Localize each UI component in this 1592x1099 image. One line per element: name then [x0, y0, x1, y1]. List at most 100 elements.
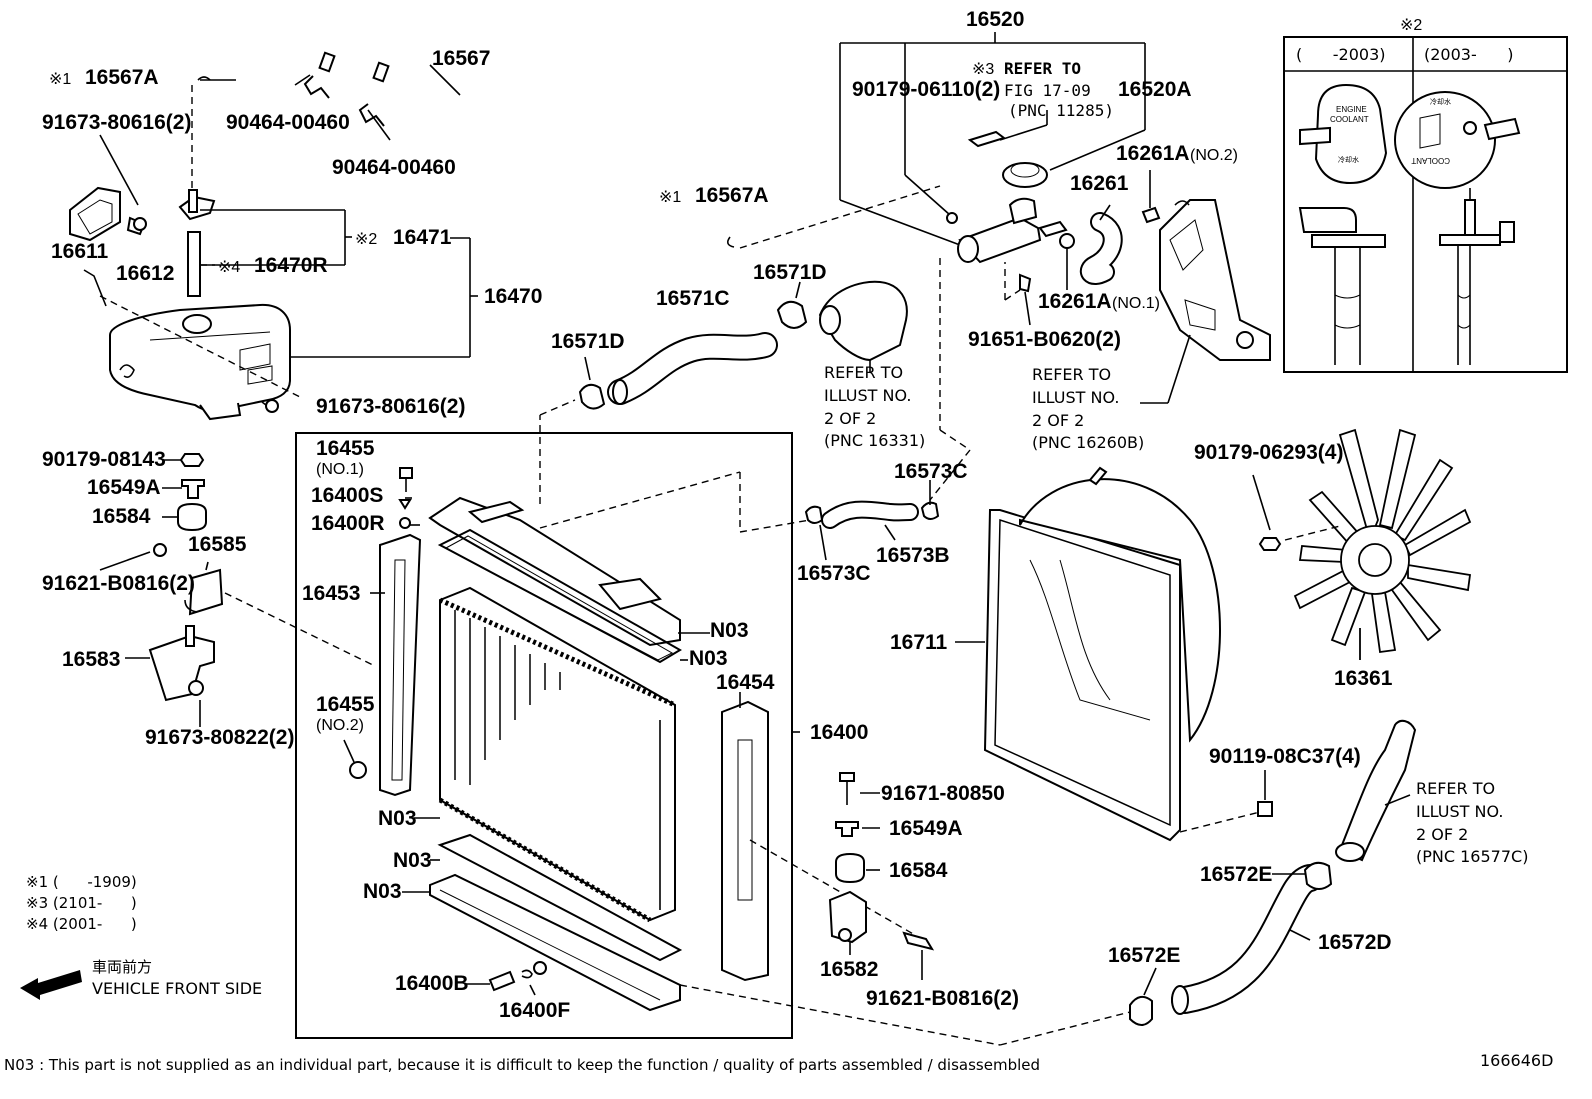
footnote-4: ※4 (2001- ): [26, 915, 137, 933]
refer-fig-line2: FIG 17-09: [1004, 81, 1091, 100]
tag-16455-no1: (NO.1): [316, 461, 364, 478]
refer-16577c-line3: 2 OF 2: [1416, 825, 1468, 844]
label-16549a-left: 16549A: [87, 476, 161, 499]
label-16572e-a: 16572E: [1200, 863, 1272, 886]
tag-16455-no2: (NO.2): [316, 717, 364, 734]
mount-parts-left: [99, 453, 376, 727]
lower-hose-drawing: [1129, 719, 1417, 1026]
refer-16331-line2: ILLUST NO.: [824, 386, 911, 405]
label-16567a-top: 16567A: [85, 66, 159, 89]
label-16567a-mid: 16567A: [695, 184, 769, 207]
label-16582: 16582: [820, 958, 878, 981]
mount-parts-right: [828, 772, 935, 980]
refer-16260b-line3: 2 OF 2: [1032, 411, 1084, 430]
cap1-text-line2: COOLANT: [1330, 115, 1369, 124]
label-16583: 16583: [62, 648, 120, 671]
upper-hose-drawing: [578, 280, 908, 410]
label-16400: 16400: [810, 721, 868, 744]
label-16549a-right: 16549A: [889, 817, 963, 840]
label-90179-08143: 90179-08143: [42, 448, 166, 471]
label-16573c-b: 16573C: [797, 562, 871, 585]
cap1-kanji: 冷却水: [1338, 155, 1359, 164]
mark-1-top: ※1: [49, 71, 71, 88]
refer-16577c-line2: ILLUST NO.: [1416, 802, 1503, 821]
cap2-kanji: 冷却水: [1430, 97, 1451, 106]
label-16572d: 16572D: [1318, 931, 1392, 954]
overflow-hose-drawing: [227, 41, 718, 235]
label-16571d-a: 16571D: [753, 261, 827, 284]
label-16261a-no2: 16261A: [1116, 142, 1190, 165]
tag-no2: (NO.2): [1190, 147, 1238, 164]
refer-16260b-line1: REFER TO: [1032, 365, 1111, 384]
label-16571d-b: 16571D: [551, 330, 625, 353]
refer-16577c-line4: (PNC 16577C): [1416, 847, 1528, 866]
label-90179-06110: 90179-06110(2): [852, 78, 1000, 101]
label-16567: 16567: [432, 47, 490, 70]
label-16711: 16711: [890, 631, 948, 654]
label-16455-no2: 16455: [316, 693, 375, 716]
front-kanji: 車両前方: [92, 958, 152, 976]
label-n03-2: N03: [689, 647, 728, 670]
footnotes: ※1 ( -1909) ※3 (2101- ) ※4 (2001- ) 車両前方…: [4, 873, 1553, 1074]
label-90464-b: 90464-00460: [332, 156, 456, 179]
label-16584-left: 16584: [92, 505, 151, 528]
mark-3: ※3: [972, 61, 994, 78]
cooling-fan-drawing: [1293, 428, 1472, 660]
fan-nut-drawing: [1252, 474, 1341, 551]
inset-col2-header: (2003- ): [1424, 45, 1514, 64]
footnote-3: ※3 (2101- ): [26, 894, 137, 912]
label-90464-a: 90464-00460: [226, 111, 350, 134]
fan-shroud-drawing: [955, 466, 1261, 842]
cap2-text: COOLANT: [1411, 156, 1450, 165]
coolant-cap-inset: [1283, 36, 1568, 373]
reservoir-cap-drawing: [178, 85, 216, 297]
label-16585: 16585: [188, 533, 247, 556]
label-16470: 16470: [484, 285, 542, 308]
footnote-1: ※1 ( -1909): [26, 873, 137, 891]
label-16611: 16611: [51, 240, 109, 263]
refer-16260b-line4: (PNC 16260B): [1032, 433, 1144, 452]
label-16573b: 16573B: [876, 544, 950, 567]
label-16470r: 16470R: [254, 254, 328, 277]
bypass-hose-drawing: [1079, 170, 1271, 404]
tag-no1: (NO.1): [1112, 295, 1160, 312]
label-16520: 16520: [966, 8, 1024, 31]
part-labels: 16520 16567 ※1 16567A 91673-80616(2) 904…: [42, 8, 1528, 1022]
label-16361: 16361: [1334, 667, 1393, 690]
front-text: VEHICLE FRONT SIDE: [92, 979, 262, 998]
inset-col1-header: ( -2003): [1296, 45, 1386, 64]
label-91651: 91651-B0620(2): [968, 328, 1121, 351]
label-16572e-b: 16572E: [1108, 944, 1180, 967]
label-16261a-no1: 16261A: [1038, 290, 1112, 313]
label-n03-1: N03: [710, 619, 749, 642]
filler-neck-drawing: [839, 32, 1146, 501]
label-n03-4: N03: [393, 849, 432, 872]
label-16455-no1: 16455: [316, 437, 375, 460]
label-16261: 16261: [1070, 172, 1129, 195]
label-91621-left: 91621-B0816(2): [42, 572, 195, 595]
label-91621-right: 91621-B0816(2): [866, 987, 1019, 1010]
label-16400f: 16400F: [499, 999, 570, 1022]
label-16573c-a: 16573C: [894, 460, 968, 483]
mark-1-mid: ※1: [659, 189, 681, 206]
label-91673-80616-top: 91673-80616(2): [42, 111, 191, 134]
cap1-text-line1: ENGINE: [1336, 105, 1367, 114]
radiator-assembly-drawing: [295, 399, 1131, 1046]
label-16400b: 16400B: [395, 972, 469, 995]
label-n03-5: N03: [363, 880, 402, 903]
label-91673-80616-bot: 91673-80616(2): [316, 395, 465, 418]
refer-16331-line3: 2 OF 2: [824, 409, 876, 428]
label-91673-80822: 91673-80822(2): [145, 726, 294, 749]
label-91671: 91671-80850: [881, 782, 1005, 805]
refer-16260b-line2: ILLUST NO.: [1032, 388, 1119, 407]
label-90179-06293: 90179-06293(4): [1194, 441, 1343, 464]
diagram-id: 166646D: [1480, 1051, 1553, 1070]
inset-mark: ※2: [1400, 17, 1422, 34]
refer-16331-line1: REFER TO: [824, 363, 903, 382]
label-16400s: 16400S: [311, 484, 383, 507]
label-90119: 90119-08C37(4): [1209, 745, 1361, 768]
label-16520a: 16520A: [1118, 78, 1192, 101]
leader-lines-left: [99, 64, 941, 398]
label-16453: 16453: [302, 582, 360, 605]
reservoir-bracket-drawing: [69, 186, 146, 307]
